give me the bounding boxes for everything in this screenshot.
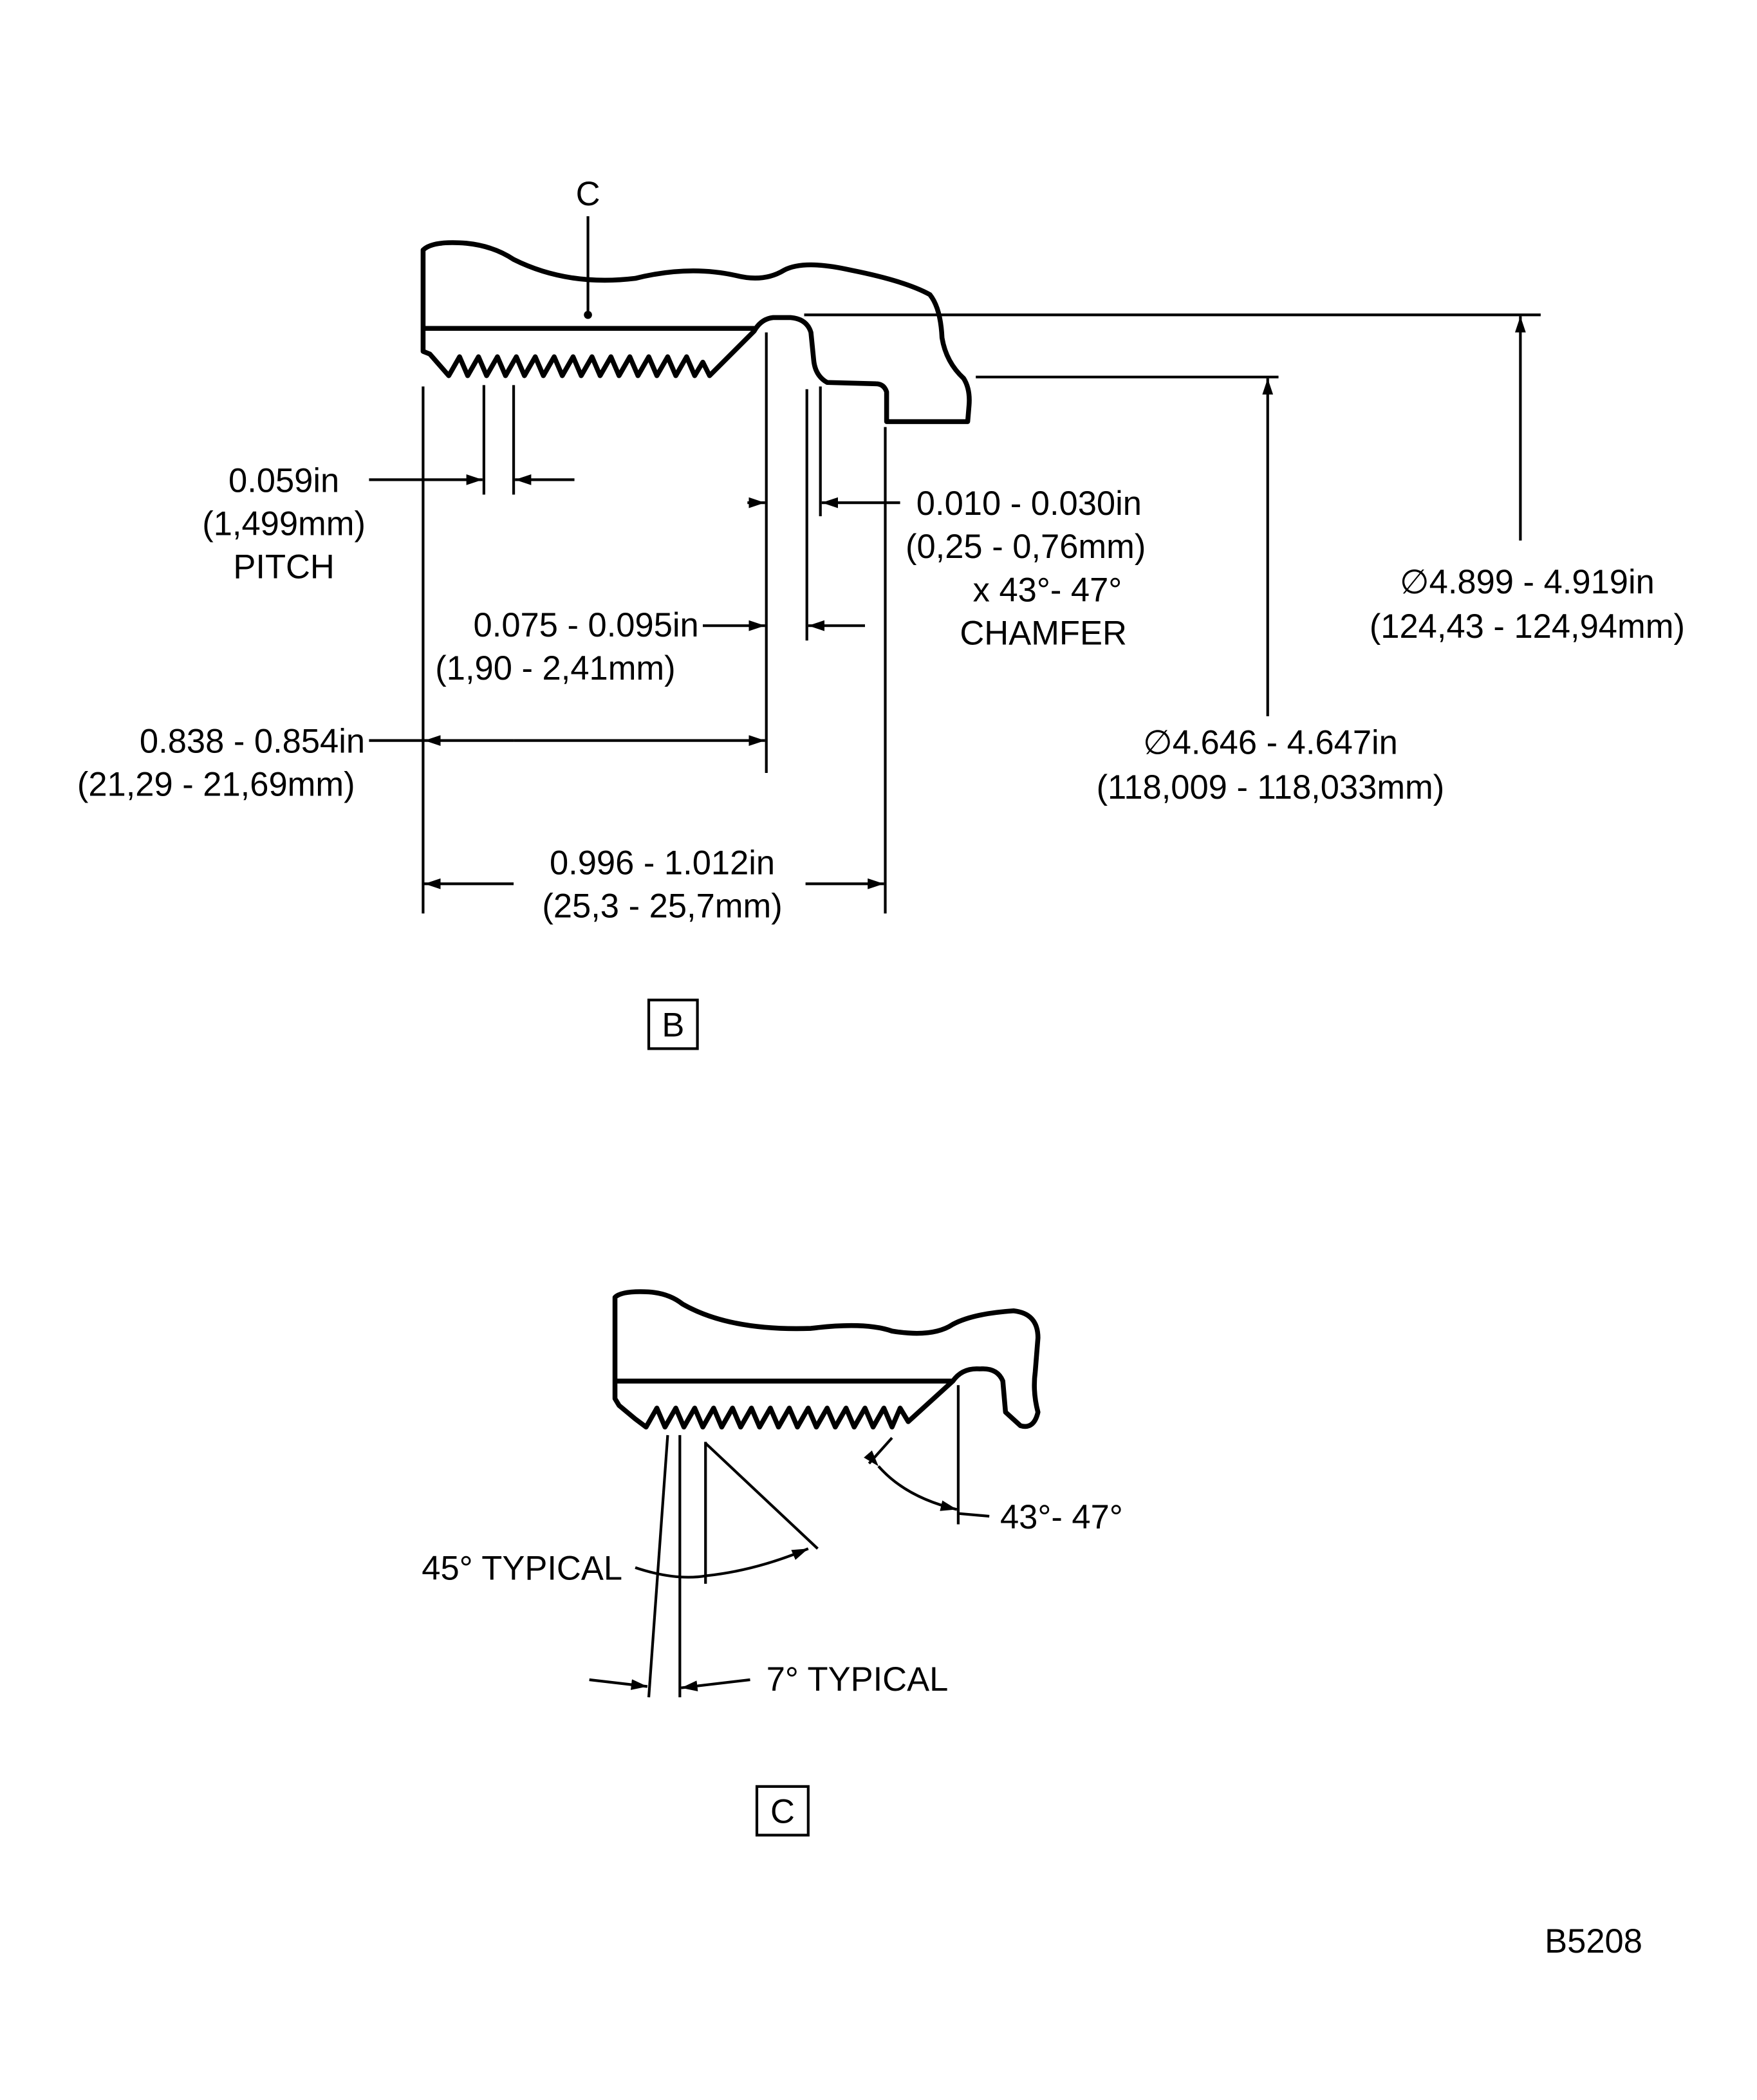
chamfer-mm: (0,25 - 0,76mm) <box>906 528 1146 566</box>
thread-length-in: 0.838 - 0.854in <box>140 723 365 761</box>
dimension-arrows <box>369 474 900 889</box>
figure-b: C <box>77 175 1685 1050</box>
flank-arrow-right <box>681 1678 750 1691</box>
land-mm: (1,90 - 2,41mm) <box>435 649 675 687</box>
thread-length-mm: (21,29 - 21,69mm) <box>77 766 355 804</box>
pitch-in: 0.059in <box>228 461 339 499</box>
figure-c-label-box <box>755 1785 810 1837</box>
chamfer-angle: x 43°- 47° <box>973 571 1122 609</box>
outer-diameter-in: ∅4.899 - 4.919in <box>1400 563 1655 601</box>
callout-c: C <box>576 175 600 213</box>
extension-lines <box>422 332 887 914</box>
thread-angle-label: 45° TYPICAL <box>422 1550 622 1588</box>
outer-diameter-mm: (124,43 - 124,94mm) <box>1370 608 1685 646</box>
flank-line <box>647 1435 669 1698</box>
figure-b-label-box <box>647 998 699 1050</box>
pitch-label: PITCH <box>233 548 334 586</box>
thread-angle-arc <box>635 1547 809 1579</box>
chamfer-in: 0.010 - 0.030in <box>916 485 1142 523</box>
figure-b-label: B <box>662 1007 684 1045</box>
flank-arrow-left <box>589 1678 648 1690</box>
land-in: 0.075 - 0.095in <box>474 606 699 644</box>
chamfer-label: CHAMFER <box>960 615 1127 653</box>
tooth-45-line <box>704 1442 819 1550</box>
seal-detail-outline <box>612 1289 1041 1430</box>
bore-diameter-mm: (118,009 - 118,033mm) <box>1097 768 1445 806</box>
figure-c: 43°- 47° 45° TYPICAL 7° TYPICAL C <box>422 1289 1123 1837</box>
chamfer-angle-line <box>868 1436 893 1465</box>
bore-diameter-in: ∅4.646 - 4.647in <box>1143 724 1398 762</box>
chamfer-angle-arc <box>864 1450 958 1511</box>
pitch-mm: (1,499mm) <box>202 505 366 543</box>
figure-c-label: C <box>770 1793 795 1831</box>
chamfer-angle-label: 43°- 47° <box>1000 1498 1123 1536</box>
overall-length-in: 0.996 - 1.012in <box>550 844 775 882</box>
seal-profile-outline <box>420 240 972 424</box>
callout-dot <box>584 310 592 319</box>
overall-length-mm: (25,3 - 25,7mm) <box>542 887 782 925</box>
flank-angle-label: 7° TYPICAL <box>767 1660 949 1698</box>
drawing-number: B5208 <box>1545 1922 1642 1960</box>
